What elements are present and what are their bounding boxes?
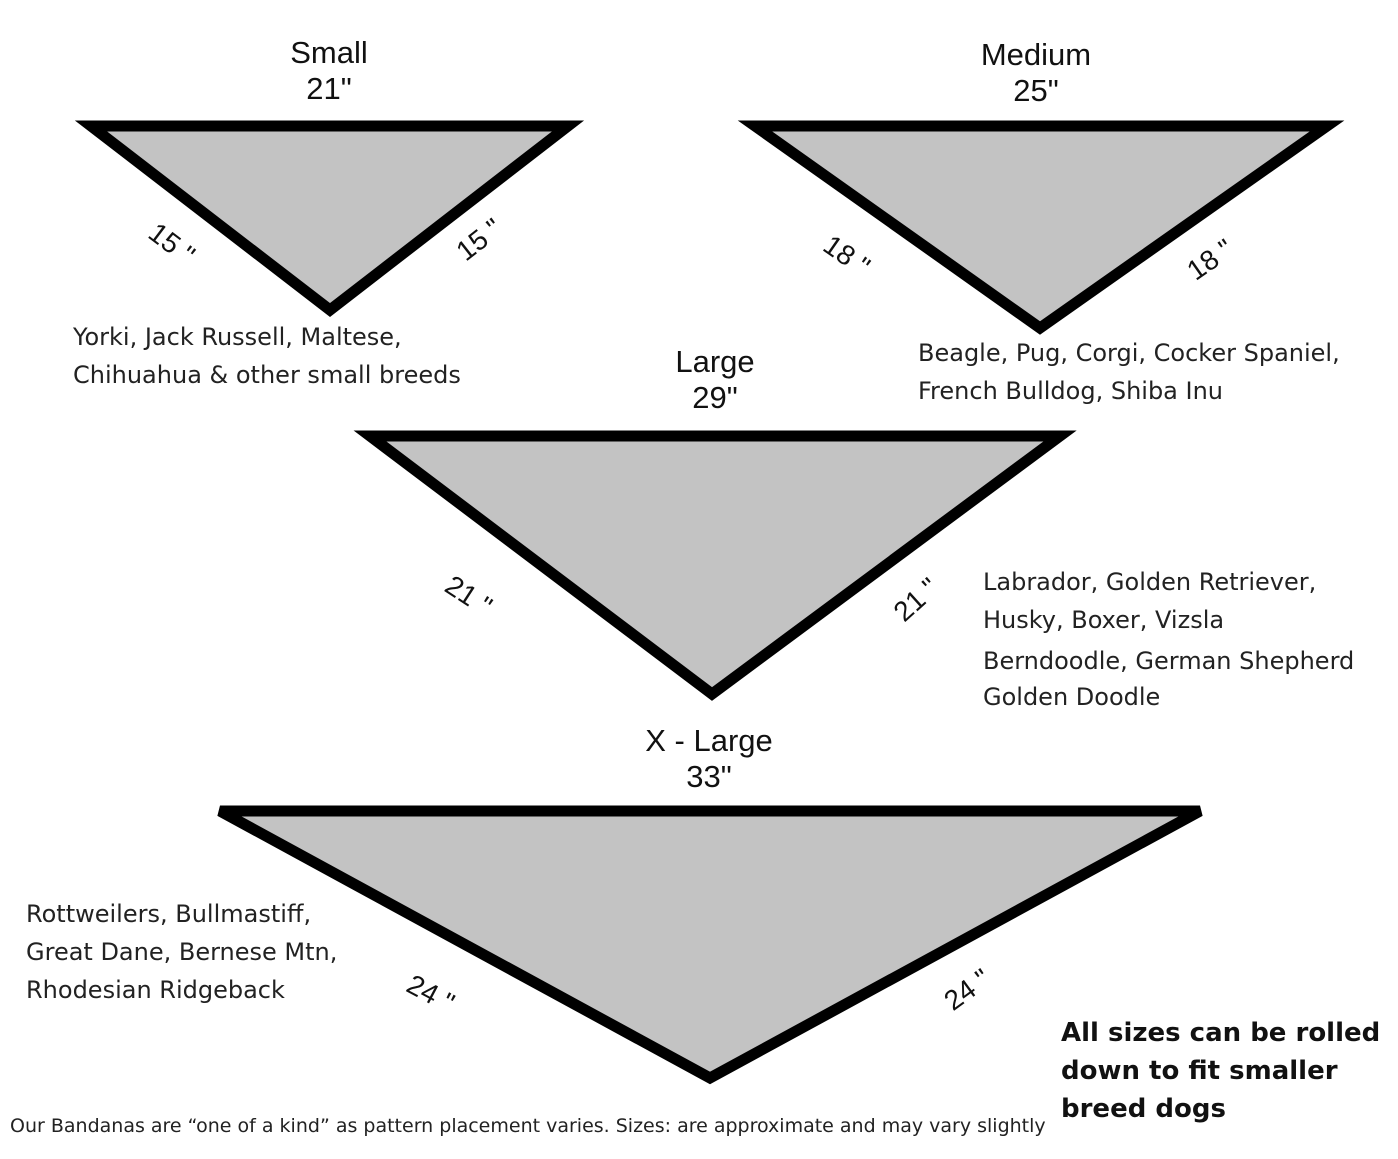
medium-breeds-line: French Bulldog, Shiba Inu xyxy=(918,377,1224,405)
large-size-label: Large 29" xyxy=(565,344,865,415)
xlarge-breeds-line: Rhodesian Ridgeback xyxy=(26,976,285,1004)
small-breeds-line: Yorki, Jack Russell, Maltese, xyxy=(73,323,402,351)
small-size-width: 21" xyxy=(306,70,352,106)
medium-breeds: Beagle, Pug, Corgi, Cocker Spaniel, Fren… xyxy=(918,334,1340,410)
large-bandana-triangle xyxy=(353,430,1077,701)
footer-disclaimer: Our Bandanas are “one of a kind” as patt… xyxy=(10,1115,1046,1137)
xlarge-breeds-line: Rottweilers, Bullmastiff, xyxy=(26,900,312,928)
large-size-width: 29" xyxy=(692,379,738,415)
large-breeds-line: Berndoodle, German Shepherd xyxy=(983,647,1355,675)
medium-size-name: Medium xyxy=(980,37,1092,72)
roll-down-note: All sizes can be rolled down to fit smal… xyxy=(1061,1014,1380,1128)
large-size-name: Large xyxy=(675,344,755,379)
medium-bandana-triangle xyxy=(737,120,1345,335)
medium-size-label: Medium 25" xyxy=(886,37,1186,108)
small-size-label: Small 21" xyxy=(179,35,479,106)
large-breeds-line: Husky, Boxer, Vizsla xyxy=(983,606,1225,634)
xlarge-size-width: 33" xyxy=(686,758,732,794)
large-breeds-line: Golden Doodle xyxy=(983,683,1161,711)
note-line: All sizes can be rolled xyxy=(1061,1018,1381,1048)
xlarge-bandana-triangle xyxy=(217,805,1203,1085)
medium-breeds-line: Beagle, Pug, Corgi, Cocker Spaniel, xyxy=(918,339,1340,367)
xlarge-size-name: X - Large xyxy=(645,723,773,758)
large-breeds-line: Labrador, Golden Retriever, xyxy=(983,568,1317,596)
large-breeds: Labrador, Golden Retriever, Husky, Boxer… xyxy=(983,563,1354,715)
xlarge-breeds: Rottweilers, Bullmastiff, Great Dane, Be… xyxy=(26,895,337,1009)
xlarge-breeds-line: Great Dane, Bernese Mtn, xyxy=(26,938,338,966)
small-bandana-triangle xyxy=(74,120,585,317)
note-line: breed dogs xyxy=(1061,1094,1226,1124)
note-line: down to fit smaller xyxy=(1061,1056,1338,1086)
small-breeds-line: Chihuahua & other small breeds xyxy=(73,361,461,389)
small-size-name: Small xyxy=(290,35,368,70)
medium-size-width: 25" xyxy=(1013,72,1059,108)
xlarge-size-label: X - Large 33" xyxy=(559,723,859,794)
small-breeds: Yorki, Jack Russell, Maltese, Chihuahua … xyxy=(73,318,461,394)
